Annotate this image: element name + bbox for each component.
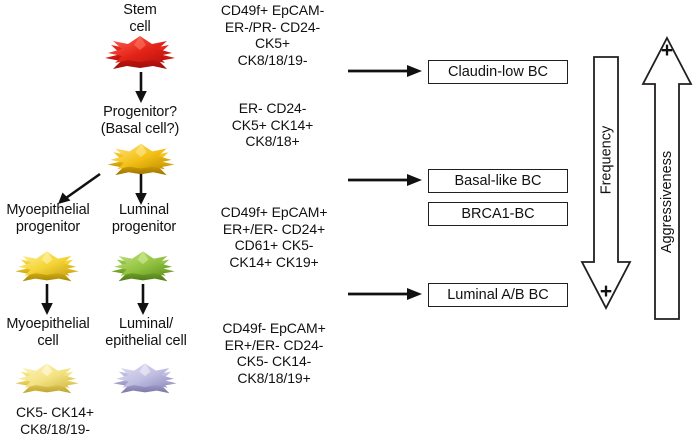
arrow-myoepithelial-progenitor-to-cell [38,284,56,316]
frequency-label: Frequency [598,125,615,194]
frequency-plus-sign: + [599,280,613,303]
subtype-label-brca1: BRCA1-BC [461,206,535,222]
progenitor-label: Progenitor? (Basal cell?) [100,104,180,137]
arrow-stem-to-progenitor [132,72,150,104]
myoepithelial-cell-label: Myoepithelial cell [6,316,90,349]
myoepithelial-cell-star-icon [7,358,87,396]
subtype-label-claudin-low: Claudin-low BC [448,64,548,80]
aggressiveness-gradient-arrow [641,36,693,320]
stem-cell-markers: CD49f+ EpCAM- ER-/PR- CD24- CK5+ CK8/18/… [220,2,325,68]
luminal-epithelial-cell-star-icon [105,358,185,396]
progenitor-star-icon [99,138,183,178]
myoepithelial-progenitor-star-icon [7,246,87,284]
luminal-progenitor-label: Luminal progenitor [111,202,177,235]
arrow-to-claudin-low [348,62,426,80]
frequency-gradient-arrow [580,56,632,310]
luminal-epithelial-cell-label: Luminal/ epithelial cell [105,316,187,349]
stem-cell-star-icon [97,30,183,72]
aggressiveness-plus-sign: + [660,39,674,62]
progenitor-markers: ER- CD24- CK5+ CK14+ CK8/18+ [231,100,314,149]
subtype-box-brca1[interactable]: BRCA1-BC [428,202,568,226]
subtype-box-luminal-ab[interactable]: Luminal A/B BC [428,283,568,307]
stem-cell-label: Stem cell [123,2,157,35]
arrow-progenitor-to-luminal [132,174,150,206]
arrow-progenitor-to-myoepithelial [52,172,104,206]
aggressiveness-label: Aggressiveness [659,150,676,254]
luminal-progenitor-star-icon [103,246,183,284]
arrow-to-luminal-ab [348,285,426,303]
subtype-label-basal-like: Basal-like BC [454,173,542,189]
myoepithelial-progenitor-label: Myoepithelial progenitor [6,202,90,235]
arrow-to-basal-like [348,171,426,189]
subtype-box-basal-like[interactable]: Basal-like BC [428,169,568,193]
arrow-luminal-progenitor-to-cell [134,284,152,316]
subtype-label-luminal-ab: Luminal A/B BC [447,287,549,303]
progenitor-mid-markers: CD49f+ EpCAM+ ER+/ER- CD24+ CD61+ CK5- C… [220,204,328,270]
frequency-label-wrap: Frequency [580,57,632,262]
myoepithelial-cell-markers: CK5- CK14+ CK8/18/19- [16,404,94,437]
subtype-box-claudin-low[interactable]: Claudin-low BC [428,60,568,84]
differentiated-cell-markers: CD49f- EpCAM+ ER+/ER- CD24- CK5- CK14- C… [222,320,326,386]
aggressiveness-label-wrap: Aggressiveness [641,84,693,320]
